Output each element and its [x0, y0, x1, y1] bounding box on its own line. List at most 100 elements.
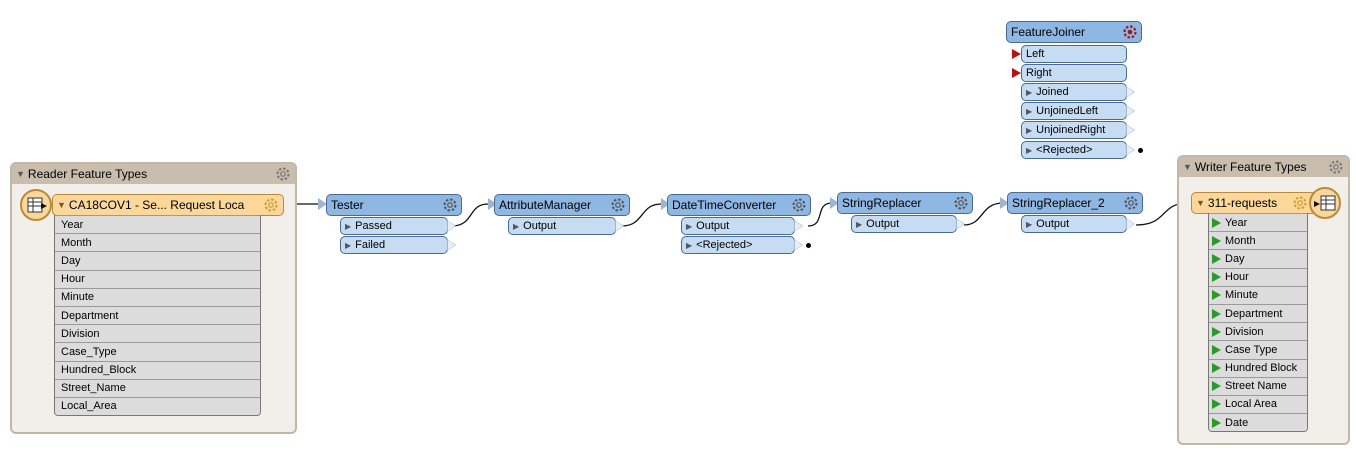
attributemanager-transformer[interactable]: AttributeManager [494, 194, 630, 216]
featurejoiner-right-input-arrow[interactable] [1012, 68, 1021, 78]
reader-bookmark-header[interactable]: ▼ Reader Feature Types [12, 164, 295, 184]
writer-attribute-row[interactable]: Local Area [1209, 394, 1307, 414]
gear-icon[interactable] [1123, 195, 1139, 211]
writer-attribute-row[interactable]: Day [1209, 249, 1307, 268]
tester-transformer[interactable]: Tester [326, 194, 462, 216]
reader-attribute-row[interactable]: Minute [55, 287, 260, 306]
writer-feature-type[interactable]: ▼ 311-requests [1191, 192, 1317, 214]
attributemanager-output-arrow[interactable] [615, 220, 624, 232]
gear-icon[interactable] [263, 197, 279, 213]
featurejoiner-unjoinedright-output-arrow[interactable] [1126, 124, 1135, 136]
green-input-arrow-icon[interactable] [1212, 235, 1221, 246]
port-label: Output [696, 220, 730, 232]
reader-attribute-row[interactable]: Department [55, 305, 260, 325]
reader-attribute-row[interactable]: Month [55, 233, 260, 252]
green-input-arrow-icon[interactable] [1212, 217, 1221, 228]
gear-icon[interactable] [1292, 195, 1308, 211]
writer-attribute-row[interactable]: Street Name [1209, 376, 1307, 395]
attribute-label: Hour [1225, 271, 1249, 284]
green-input-arrow-icon[interactable] [1212, 363, 1221, 374]
datetimeconverter-output-arrow[interactable] [794, 220, 803, 232]
green-input-arrow-icon[interactable] [1212, 272, 1221, 283]
stringreplacer-input-port[interactable] [830, 197, 839, 209]
datetimeconverter-transformer[interactable]: DateTimeConverter [667, 194, 811, 216]
writer-attribute-row[interactable]: Case Type [1209, 340, 1307, 359]
tester-port-failed[interactable]: ▶ Failed [340, 236, 448, 254]
tester-failed-output-arrow[interactable] [447, 239, 456, 251]
datetimeconverter-port-output[interactable]: ▶ Output [681, 217, 795, 235]
gear-icon[interactable] [1328, 159, 1344, 175]
attributemanager-title: AttributeManager [499, 198, 592, 212]
featurejoiner-joined-output-arrow[interactable] [1126, 86, 1135, 98]
featurejoiner-rejected-output-arrow[interactable] [1126, 144, 1135, 156]
stringreplacer-transformer[interactable]: StringReplacer [837, 192, 973, 214]
featurejoiner-unjoinedleft-output-arrow[interactable] [1126, 105, 1135, 117]
reader-attribute-row[interactable]: Division [55, 324, 260, 343]
writer-attribute-row[interactable]: Hundred Block [1209, 358, 1307, 377]
featurejoiner-port-joined[interactable]: ▶ Joined [1021, 83, 1127, 101]
green-input-arrow-icon[interactable] [1212, 326, 1221, 337]
datetimeconverter-port-rejected[interactable]: ▶ <Rejected> [681, 236, 795, 254]
collapse-triangle-icon[interactable]: ▼ [1196, 198, 1205, 208]
stringreplacer-output-arrow[interactable] [956, 218, 965, 230]
collapse-triangle-icon[interactable]: ▼ [16, 169, 25, 179]
stringreplacer2-transformer[interactable]: StringReplacer_2 [1007, 192, 1143, 214]
reader-attribute-row[interactable]: Hour [55, 269, 260, 288]
writer-attribute-row[interactable]: Date [1209, 413, 1307, 432]
featurejoiner-transformer[interactable]: FeatureJoiner [1006, 21, 1142, 43]
datetimeconverter-input-port[interactable] [661, 198, 670, 210]
green-input-arrow-icon[interactable] [1212, 381, 1221, 392]
reader-feature-type[interactable]: ▼ CA18COV1 - Se... Request Loca [52, 194, 284, 216]
gear-icon[interactable] [1122, 24, 1138, 40]
writer-attribute-row[interactable]: Month [1209, 231, 1307, 250]
tester-input-port[interactable] [318, 198, 327, 210]
attributemanager-port-output[interactable]: ▶ Output [508, 217, 616, 235]
datetimeconverter-rejected-output-arrow[interactable] [794, 239, 803, 251]
tester-passed-output-arrow[interactable] [447, 220, 456, 232]
port-label: Joined [1036, 86, 1069, 98]
reader-attribute-row[interactable]: Local_Area [55, 396, 260, 416]
green-input-arrow-icon[interactable] [1212, 417, 1221, 428]
featurejoiner-port-unjoinedleft[interactable]: ▶ UnjoinedLeft [1021, 102, 1127, 120]
stringreplacer2-port-output[interactable]: ▶ Output [1021, 215, 1127, 233]
attribute-label: Year [61, 218, 84, 231]
green-input-arrow-icon[interactable] [1212, 399, 1221, 410]
featurejoiner-left-input-arrow[interactable] [1012, 49, 1021, 59]
reader-attribute-row[interactable]: Street_Name [55, 378, 260, 397]
gear-icon[interactable] [442, 197, 458, 213]
port-label: <Rejected> [1036, 144, 1093, 156]
featurejoiner-port-left[interactable]: Left [1021, 45, 1127, 63]
tester-port-passed[interactable]: ▶ Passed [340, 217, 448, 235]
reader-attribute-row[interactable]: Year [55, 215, 260, 234]
attributemanager-input-port[interactable] [488, 198, 497, 210]
stringreplacer-port-output[interactable]: ▶ Output [851, 215, 957, 233]
reader-table-icon[interactable] [20, 189, 52, 221]
writer-bookmark-header[interactable]: ▼ Writer Feature Types [1179, 157, 1348, 177]
writer-attribute-row[interactable]: Minute [1209, 285, 1307, 304]
featurejoiner-port-rejected[interactable]: ▶ <Rejected> [1021, 141, 1127, 159]
featurejoiner-port-unjoinedright[interactable]: ▶ UnjoinedRight [1021, 121, 1127, 139]
stringreplacer2-input-port[interactable] [1000, 197, 1009, 209]
reader-attribute-row[interactable]: Day [55, 251, 260, 270]
gear-icon[interactable] [275, 166, 291, 182]
collapse-triangle-icon[interactable]: ▼ [1183, 162, 1192, 172]
stringreplacer2-output-arrow[interactable] [1126, 218, 1135, 230]
writer-table-icon[interactable] [1309, 187, 1341, 219]
gear-icon[interactable] [610, 197, 626, 213]
writer-attribute-row[interactable]: Year [1209, 213, 1307, 232]
writer-attribute-row[interactable]: Department [1209, 303, 1307, 323]
gear-icon[interactable] [791, 197, 807, 213]
green-input-arrow-icon[interactable] [1212, 290, 1221, 301]
collapse-triangle-icon[interactable]: ▼ [57, 200, 66, 210]
reader-attribute-row[interactable]: Case_Type [55, 342, 260, 361]
writer-attribute-row[interactable]: Division [1209, 322, 1307, 341]
green-input-arrow-icon[interactable] [1212, 344, 1221, 355]
featurejoiner-port-right[interactable]: Right [1021, 64, 1127, 82]
gear-icon[interactable] [953, 195, 969, 211]
green-input-arrow-icon[interactable] [1212, 253, 1221, 264]
writer-attribute-row[interactable]: Hour [1209, 267, 1307, 286]
port-label: Output [523, 220, 557, 232]
reader-attribute-row[interactable]: Hundred_Block [55, 360, 260, 379]
green-input-arrow-icon[interactable] [1212, 308, 1221, 319]
